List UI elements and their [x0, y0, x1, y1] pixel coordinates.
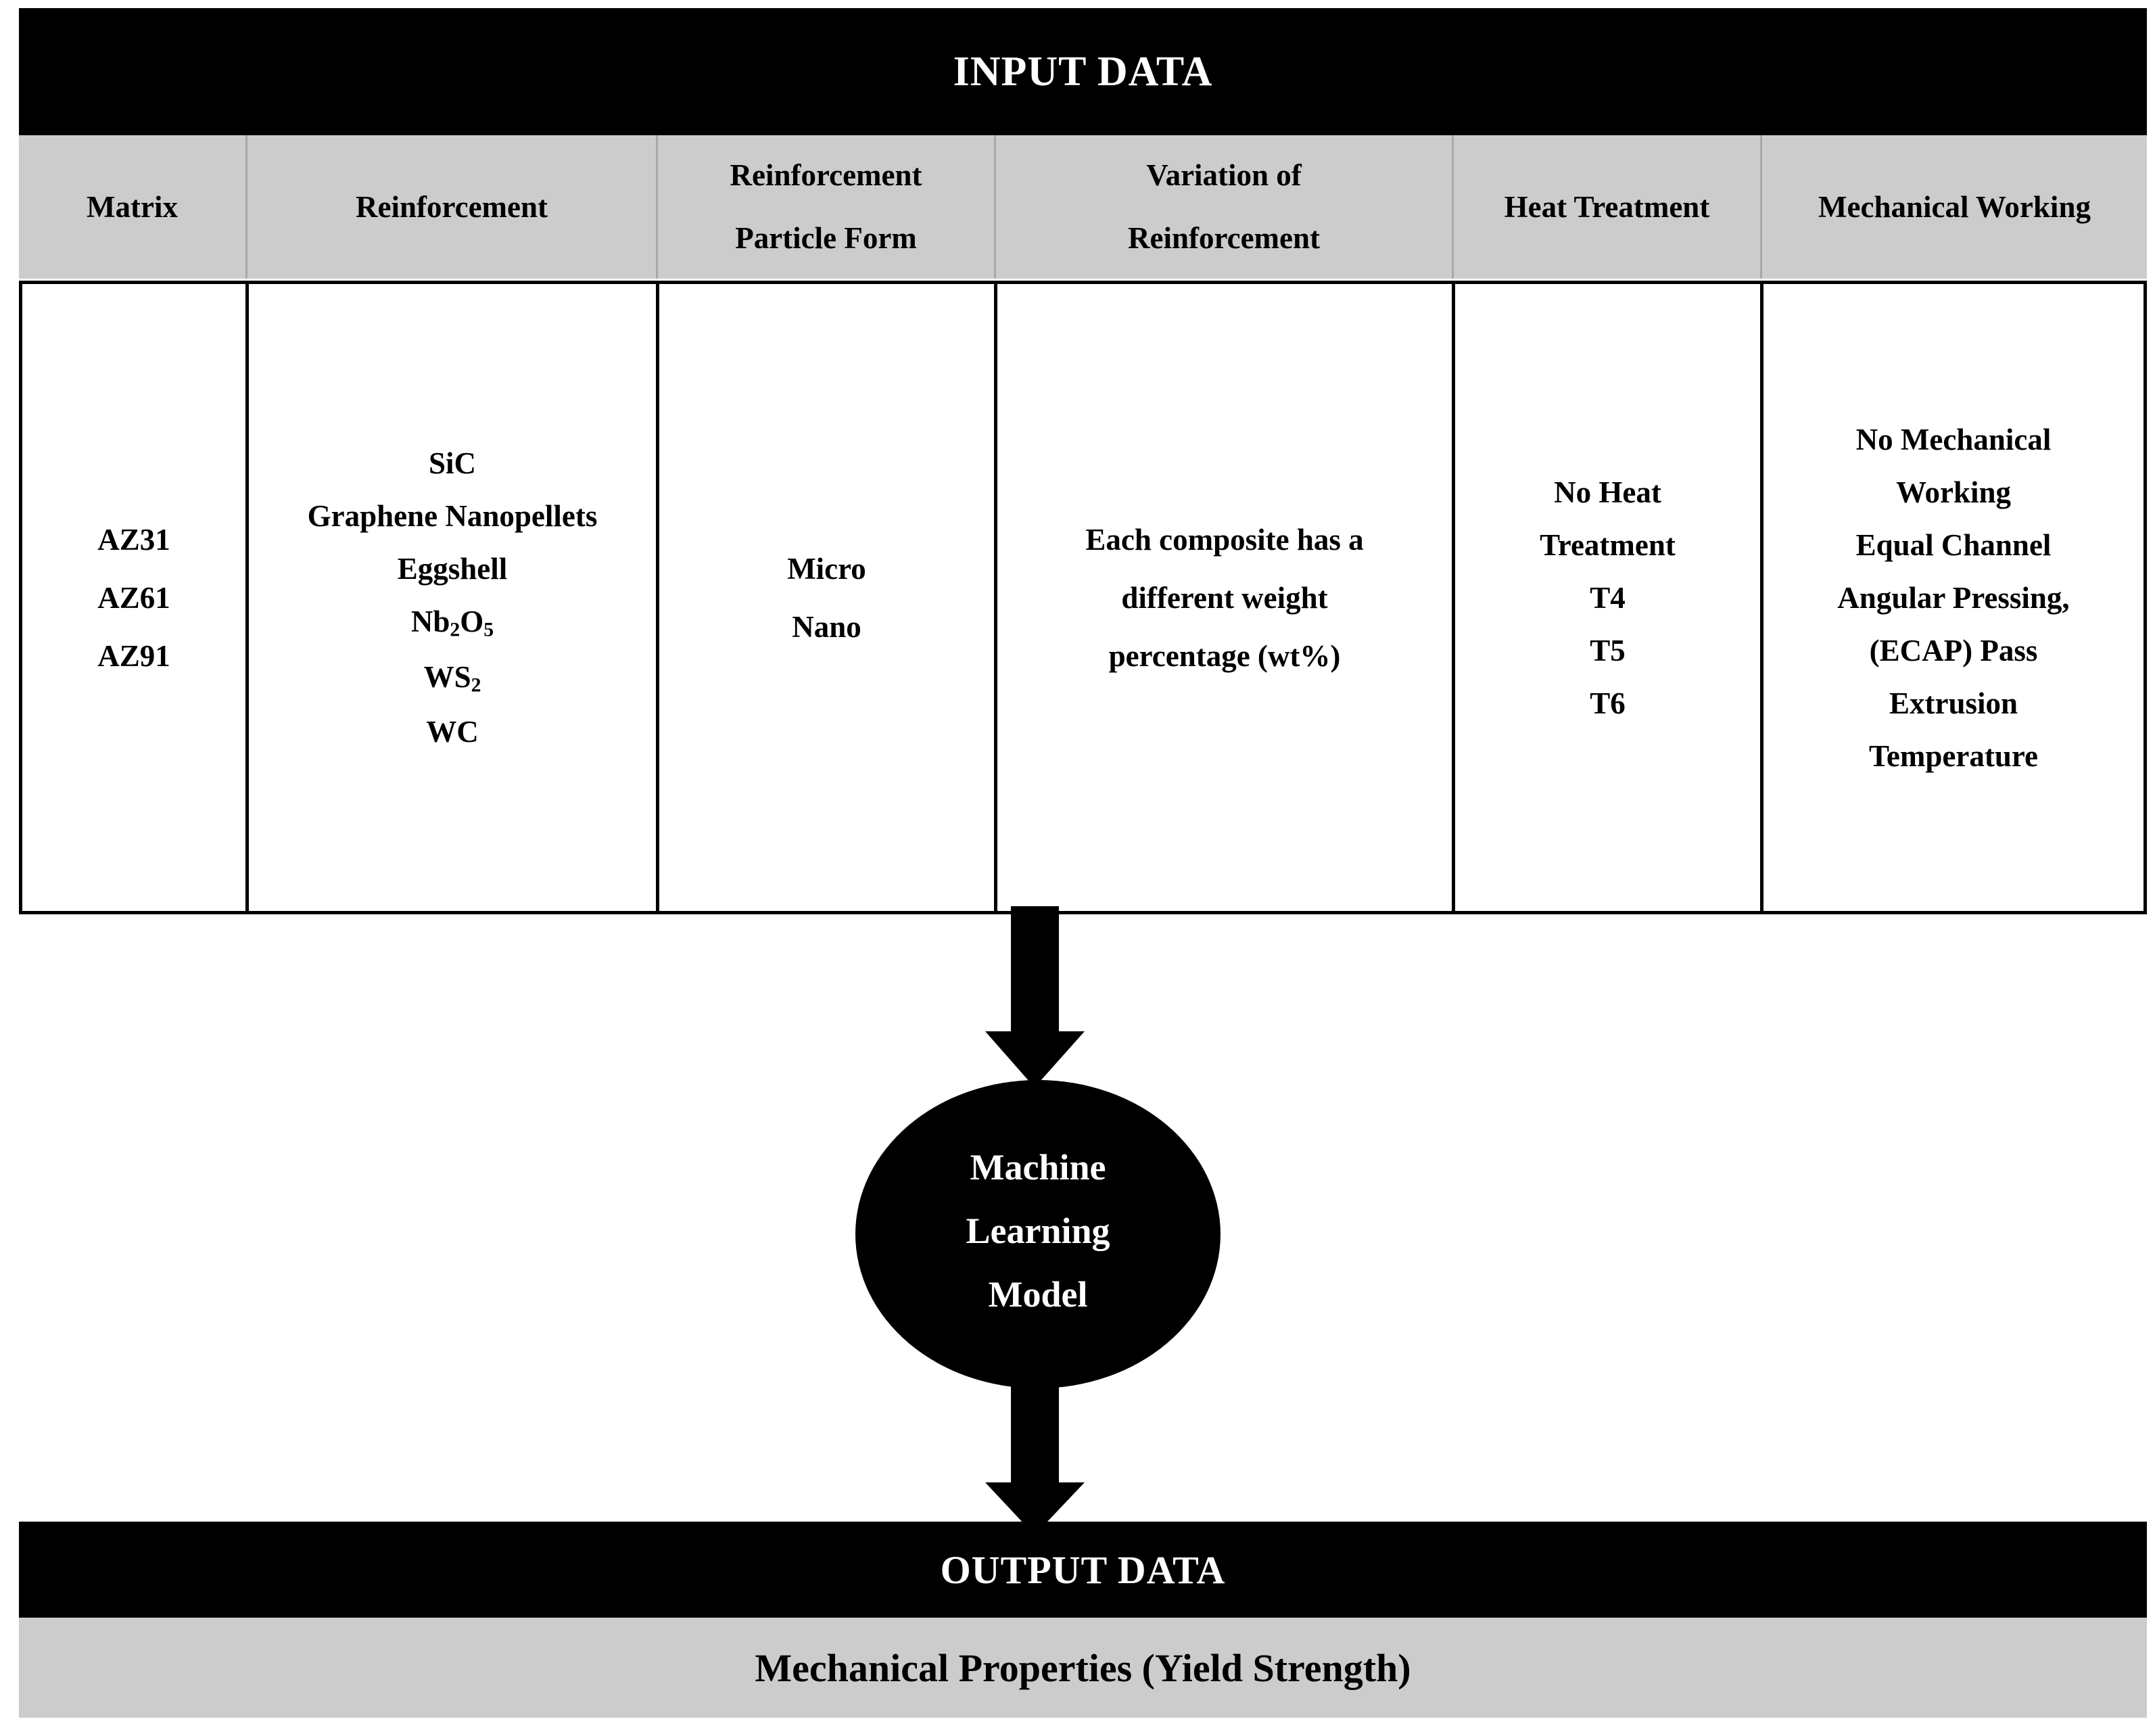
- header-line-1: Reinforcement: [355, 189, 548, 224]
- flow-connector-group: [855, 906, 1221, 1535]
- output-data-title: OUTPUT DATA: [940, 1547, 1226, 1592]
- mechanical-working-value: No Mechanical: [1855, 422, 2052, 456]
- cell-reinforcement: SiC Graphene Nanopellets Eggshell Nb2O5 …: [245, 284, 656, 911]
- input-data-banner: INPUT DATA: [19, 8, 2147, 135]
- heat-treatment-value: Treatment: [1540, 527, 1676, 562]
- cell-reinforcement-particle-form: Micro Nano: [656, 284, 994, 911]
- heat-treatment-value: T6: [1590, 686, 1626, 720]
- arrow-down-to-output-icon: [985, 1346, 1085, 1535]
- mechanical-working-value: (ECAP) Pass: [1869, 633, 2038, 667]
- mechanical-working-value: Equal Channel: [1855, 527, 2052, 562]
- header-line-2: Reinforcement: [1127, 221, 1321, 255]
- arrow-down-to-model-icon: [985, 906, 1085, 1087]
- cell-variation-of-reinforcement: Each composite has a different weight pe…: [994, 284, 1452, 911]
- cell-matrix: AZ31 AZ61 AZ91: [22, 284, 245, 911]
- output-properties-text: Mechanical Properties (Yield Strength): [755, 1645, 1411, 1690]
- variation-text-line: Each composite has a: [1085, 522, 1364, 557]
- mechanical-working-value: Extrusion: [1889, 686, 2018, 720]
- reinforcement-value: Eggshell: [397, 551, 508, 586]
- reinforcement-value: WC: [426, 715, 479, 749]
- particle-form-value: Micro: [787, 551, 866, 586]
- table-header-row: Matrix Reinforcement Reinforcement Parti…: [19, 135, 2147, 279]
- header-line-2: Particle Form: [735, 221, 917, 255]
- column-header-variation-of-reinforcement: Variation of Reinforcement: [994, 135, 1452, 279]
- variation-text-line: percentage (wt%): [1108, 638, 1341, 673]
- column-header-heat-treatment: Heat Treatment: [1452, 135, 1760, 279]
- column-header-mechanical-working: Mechanical Working: [1760, 135, 2147, 279]
- column-header-matrix: Matrix: [19, 135, 245, 279]
- cell-mechanical-working: No Mechanical Working Equal Channel Angu…: [1760, 284, 2144, 911]
- variation-text-line: different weight: [1121, 580, 1328, 615]
- output-data-banner: OUTPUT DATA: [19, 1522, 2147, 1618]
- header-line-1: Reinforcement: [730, 158, 922, 192]
- matrix-value: AZ31: [97, 522, 170, 557]
- heat-treatment-value: T4: [1590, 580, 1626, 615]
- column-header-reinforcement-particle-form: Reinforcement Particle Form: [656, 135, 994, 279]
- table-body-row: AZ31 AZ61 AZ91 SiC Graphene Nanopellets …: [19, 281, 2147, 914]
- heat-treatment-value: T5: [1590, 633, 1626, 667]
- matrix-value: AZ61: [97, 580, 170, 615]
- header-line-1: Heat Treatment: [1504, 189, 1710, 224]
- header-line-1: Variation of: [1146, 158, 1302, 192]
- machine-learning-model-node: [855, 1080, 1221, 1388]
- reinforcement-value: SiC: [428, 446, 477, 480]
- reinforcement-value-nb2o5: Nb2O5: [410, 604, 494, 641]
- input-data-title: INPUT DATA: [953, 48, 1213, 95]
- mechanical-working-value: Angular Pressing,: [1837, 580, 2070, 615]
- header-line-1: Matrix: [87, 189, 178, 224]
- matrix-value: AZ91: [97, 638, 170, 673]
- header-line-1: Mechanical Working: [1818, 189, 2091, 224]
- cell-heat-treatment: No Heat Treatment T4 T5 T6: [1452, 284, 1760, 911]
- mechanical-working-value: Working: [1895, 475, 2012, 509]
- particle-form-value: Nano: [792, 609, 861, 644]
- reinforcement-value: Graphene Nanopellets: [307, 498, 598, 533]
- output-properties-bar: Mechanical Properties (Yield Strength): [19, 1618, 2147, 1718]
- column-header-reinforcement: Reinforcement: [245, 135, 656, 279]
- mechanical-working-value: Temperature: [1869, 738, 2038, 773]
- reinforcement-value-ws2: WS2: [423, 659, 481, 697]
- heat-treatment-value: No Heat: [1554, 475, 1661, 509]
